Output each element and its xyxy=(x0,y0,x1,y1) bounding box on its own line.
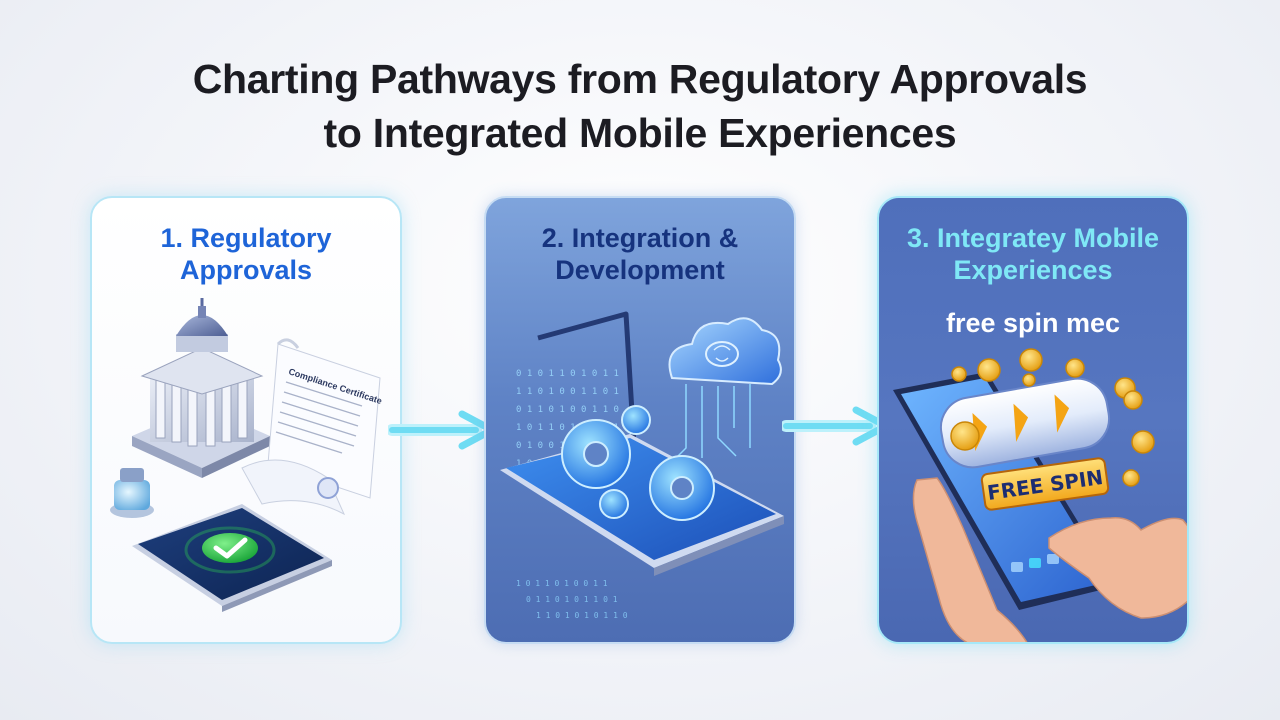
page-title-line-2: to Integrated Mobile Experiences xyxy=(323,110,957,156)
step-1-title-line-1: 1. Regulatory xyxy=(160,223,332,253)
step-2-title-line-2: Development xyxy=(555,255,725,285)
step-3-subtitle: free spin mec xyxy=(945,308,1121,338)
step-1-title-line-2: Approvals xyxy=(179,255,313,285)
step-card-integration-development: 2. Integration & Development 0 1 0 1 1 0… xyxy=(484,196,796,644)
certificate-scroll-icon: Compliance Certificate xyxy=(241,338,383,516)
step-2-title-line-1: 2. Integration & xyxy=(541,223,739,253)
step-3-illustration: FREE SPIN xyxy=(893,348,1187,642)
svg-text:1 0 1 1 0 1 0 0 1 1: 1 0 1 1 0 1 0 0 1 1 xyxy=(516,579,608,588)
smartphone-icon xyxy=(500,434,784,576)
step-1-title: 1. Regulatory Approvals xyxy=(92,222,400,286)
gears-icon xyxy=(561,405,715,521)
courthouse-icon xyxy=(132,298,270,478)
step-card-regulatory-approvals: 1. Regulatory Approvals xyxy=(90,196,402,644)
page-title-line-1: Charting Pathways from Regulatory Approv… xyxy=(192,56,1088,102)
step-1-illustration: Compliance Certificate xyxy=(110,298,383,612)
svg-text:1 1 0 1 0 1 0 1 1 0: 1 1 0 1 0 1 0 1 1 0 xyxy=(536,611,628,620)
binary-code-floor: 1 0 1 1 0 1 0 0 1 1 0 1 1 0 1 0 1 1 0 1 … xyxy=(516,579,628,620)
ink-jar-icon xyxy=(110,468,154,518)
free-spin-banner: FREE SPIN xyxy=(980,457,1110,511)
page-title: Charting Pathways from Regulatory Approv… xyxy=(0,52,1280,160)
gold-coins-icon xyxy=(950,348,1155,487)
step-2-illustration: 0 1 0 1 1 0 1 0 1 1 1 1 0 1 0 0 1 1 0 1 … xyxy=(500,311,784,620)
checkmark-icon xyxy=(184,526,276,574)
step-2-title: 2. Integration & Development xyxy=(486,222,794,286)
svg-text:0 1 1 0 1 0 0 1 1 0: 0 1 1 0 1 0 0 1 1 0 xyxy=(516,405,619,415)
svg-text:1 0 1 1 0 1 0 1 0 1: 1 0 1 1 0 1 0 1 0 1 xyxy=(516,423,619,433)
step-3-title: 3. Integratey Mobile Experiences xyxy=(879,222,1187,286)
hand-icon xyxy=(912,477,1187,642)
svg-text:0 1 1 0 1 0 1 1 0 1: 0 1 1 0 1 0 1 1 0 1 xyxy=(526,595,618,604)
svg-text:0 1 0 1 1 0 1 0 1 1: 0 1 0 1 1 0 1 0 1 1 xyxy=(516,369,619,379)
cloud-ai-icon xyxy=(668,317,782,386)
svg-text:1 1 0 1 0 0 1 1 0 1: 1 1 0 1 0 0 1 1 0 1 xyxy=(516,387,619,397)
step-card-mobile-experiences: 3. Integratey Mobile Experiences free sp… xyxy=(877,196,1189,644)
step-3-title-line-1: 3. Integratey Mobile xyxy=(906,223,1160,253)
step-3-title-line-2: Experiences xyxy=(953,255,1113,285)
slot-machine-reels-icon xyxy=(939,377,1111,469)
